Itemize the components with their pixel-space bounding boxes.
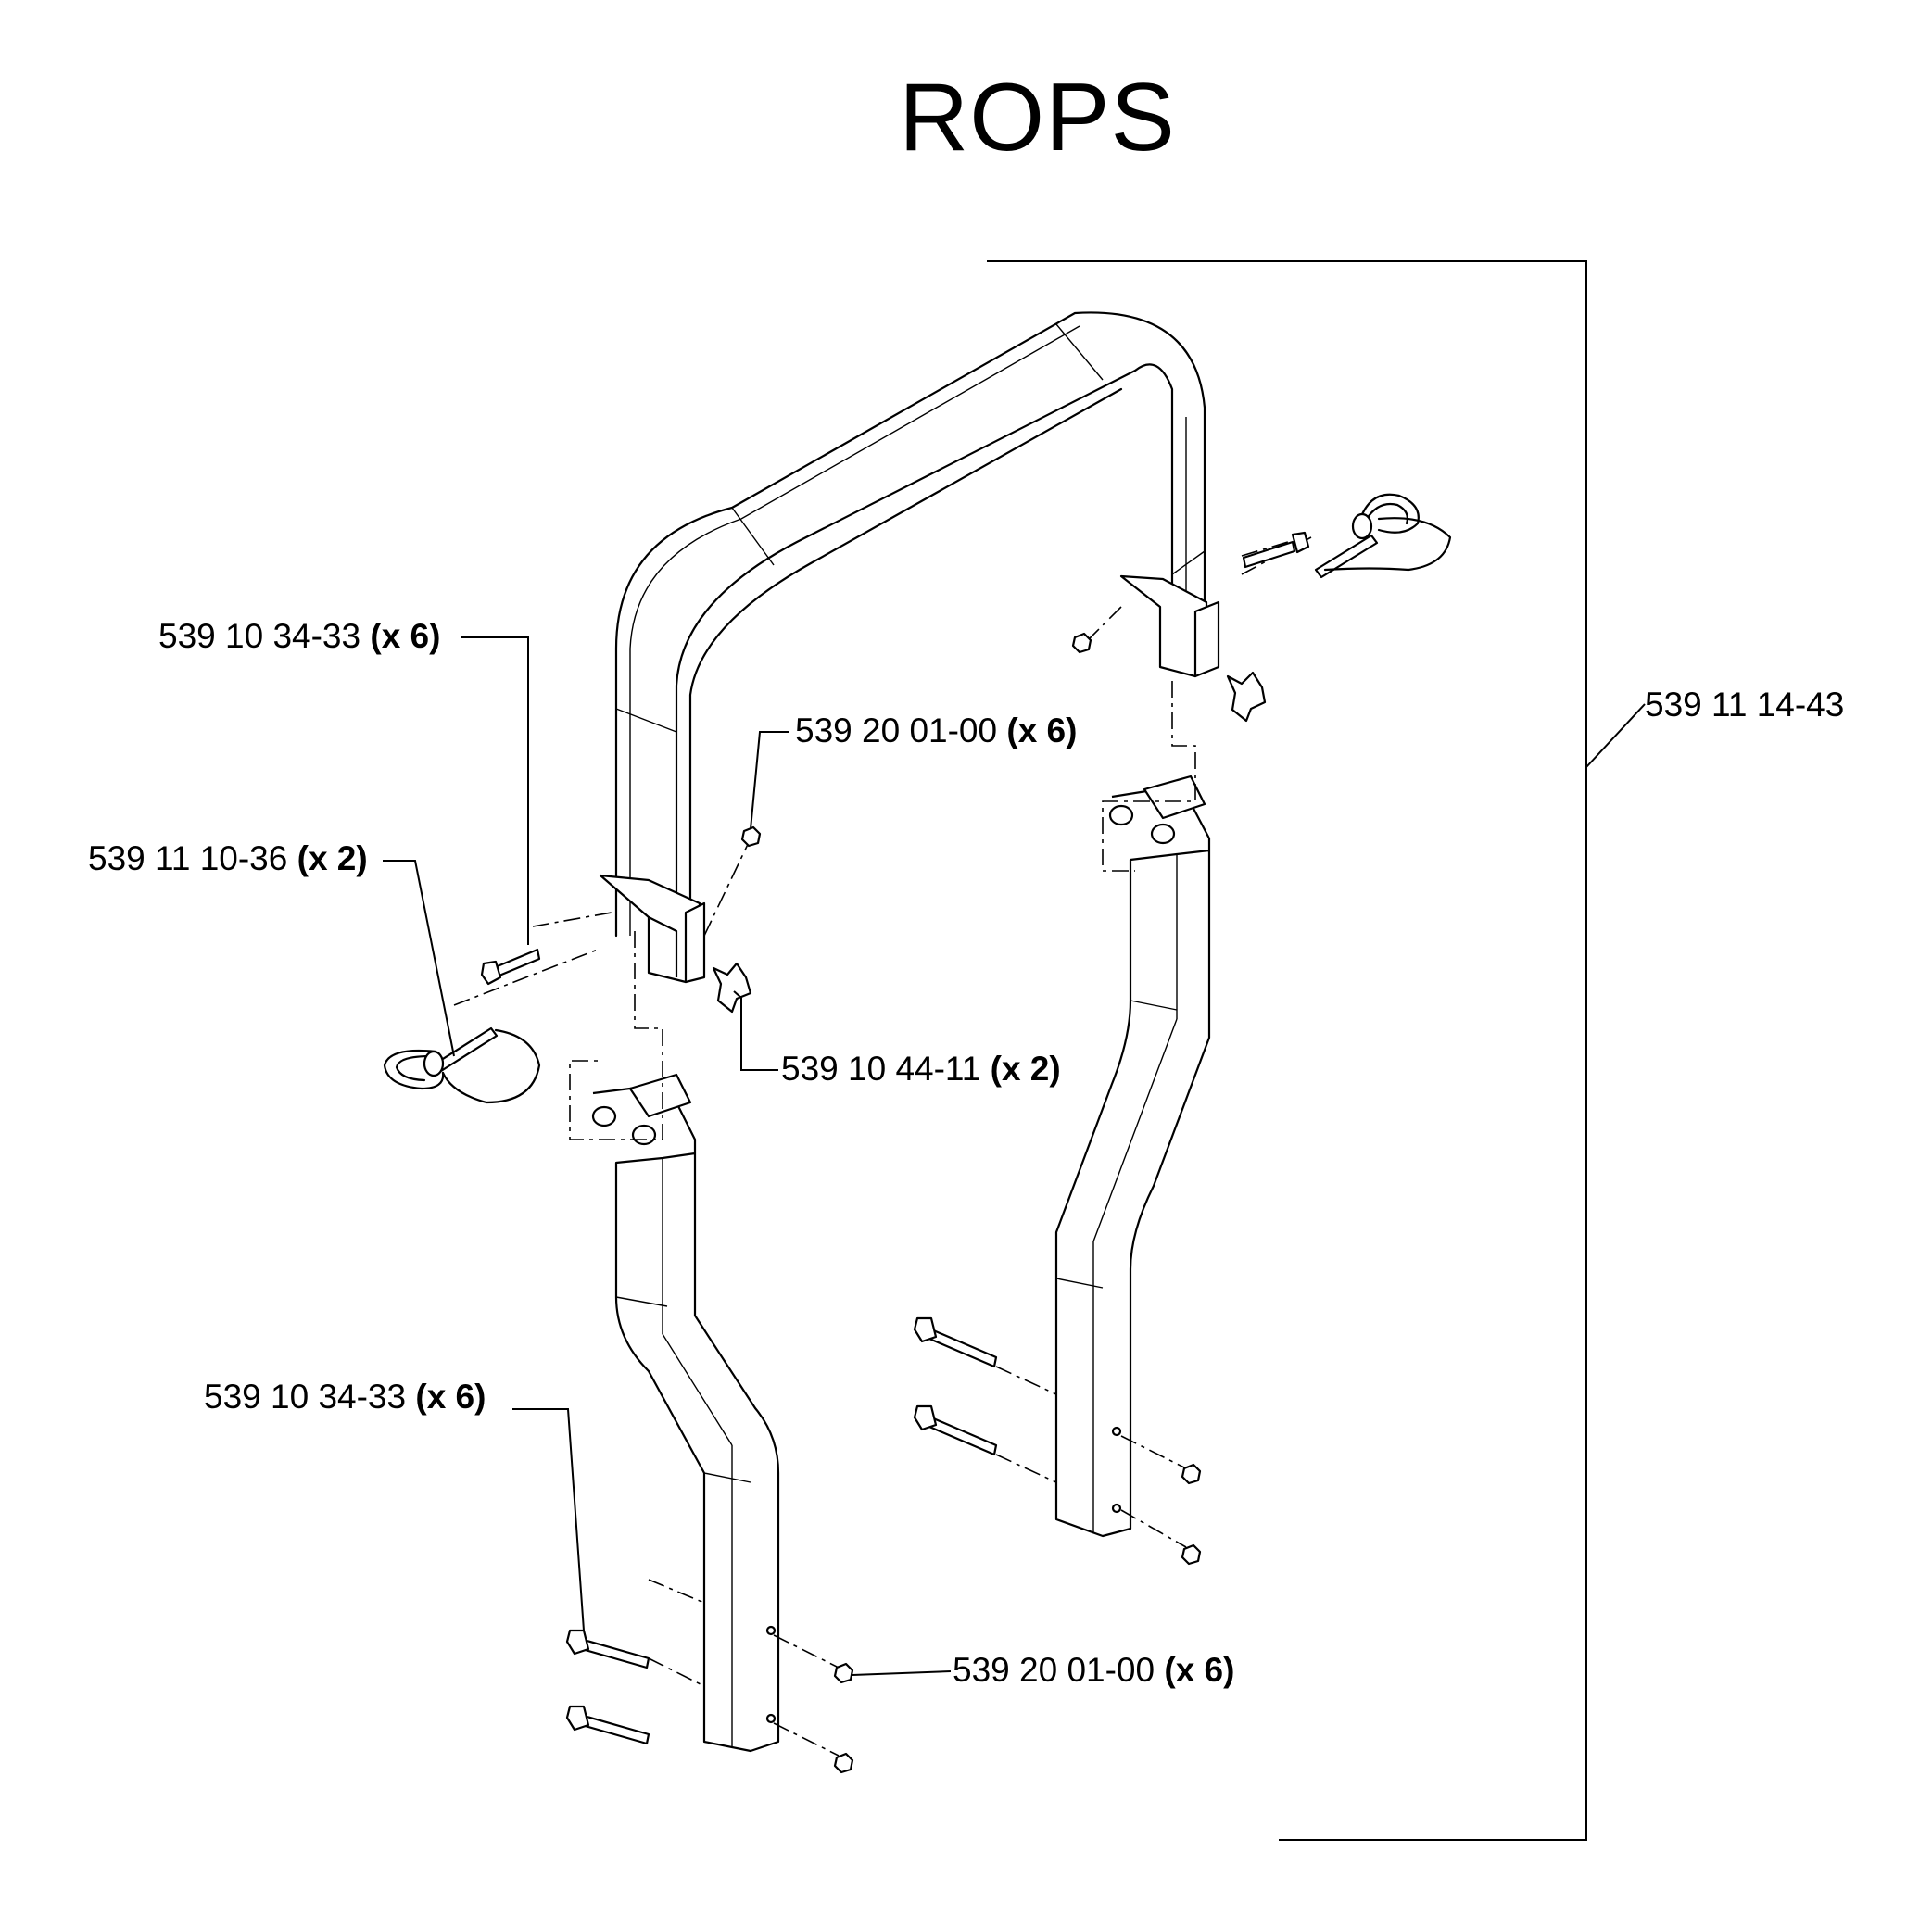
callout-qty: (x 6)	[1164, 1651, 1235, 1689]
callout-bolt-upper: 539 10 34-33 (x 6)	[158, 619, 440, 653]
callout-part: 539 11 14-43	[1645, 686, 1845, 724]
callout-part: 539 11 10-36	[88, 839, 288, 877]
nut-hardware	[740, 632, 1202, 1774]
assembly-bracket	[987, 260, 1646, 1841]
callout-nut-lower: 539 20 01-00 (x 6)	[953, 1653, 1234, 1687]
callout-qty: (x 6)	[1006, 712, 1078, 749]
callout-knob: 539 10 44-11 (x 2)	[781, 1052, 1061, 1086]
callout-part: 539 10 44-11	[781, 1050, 981, 1088]
upper-roll-bar	[599, 311, 1220, 984]
callout-part: 539 10 34-33	[204, 1378, 407, 1416]
callout-qty: (x 6)	[415, 1378, 486, 1416]
callout-part: 539 20 01-00	[953, 1651, 1155, 1689]
left-lower-post	[591, 1073, 780, 1753]
callout-rops-assembly: 539 11 14-43	[1645, 687, 1844, 722]
page-title: ROPS	[0, 63, 1932, 173]
callout-bolt-lower: 539 10 34-33 (x 6)	[204, 1379, 486, 1414]
right-lower-post	[1054, 775, 1211, 1538]
callout-part: 539 20 01-00	[795, 712, 998, 749]
hitch-pin-right	[1314, 493, 1452, 579]
hitch-pin-left	[383, 1026, 541, 1104]
callout-part: 539 10 34-33	[158, 617, 361, 655]
explode-lines	[453, 536, 1312, 1757]
callout-qty: (x 2)	[990, 1050, 1061, 1088]
leader-lines	[383, 636, 952, 1676]
title-text: ROPS	[899, 64, 1176, 171]
knob-hardware	[712, 671, 1267, 1014]
callout-qty: (x 2)	[297, 839, 368, 877]
callout-qty: (x 6)	[370, 617, 441, 655]
bolt-hardware	[480, 531, 1310, 1745]
callout-hitch-pin: 539 11 10-36 (x 2)	[88, 841, 368, 875]
callout-nut-upper: 539 20 01-00 (x 6)	[795, 713, 1077, 748]
